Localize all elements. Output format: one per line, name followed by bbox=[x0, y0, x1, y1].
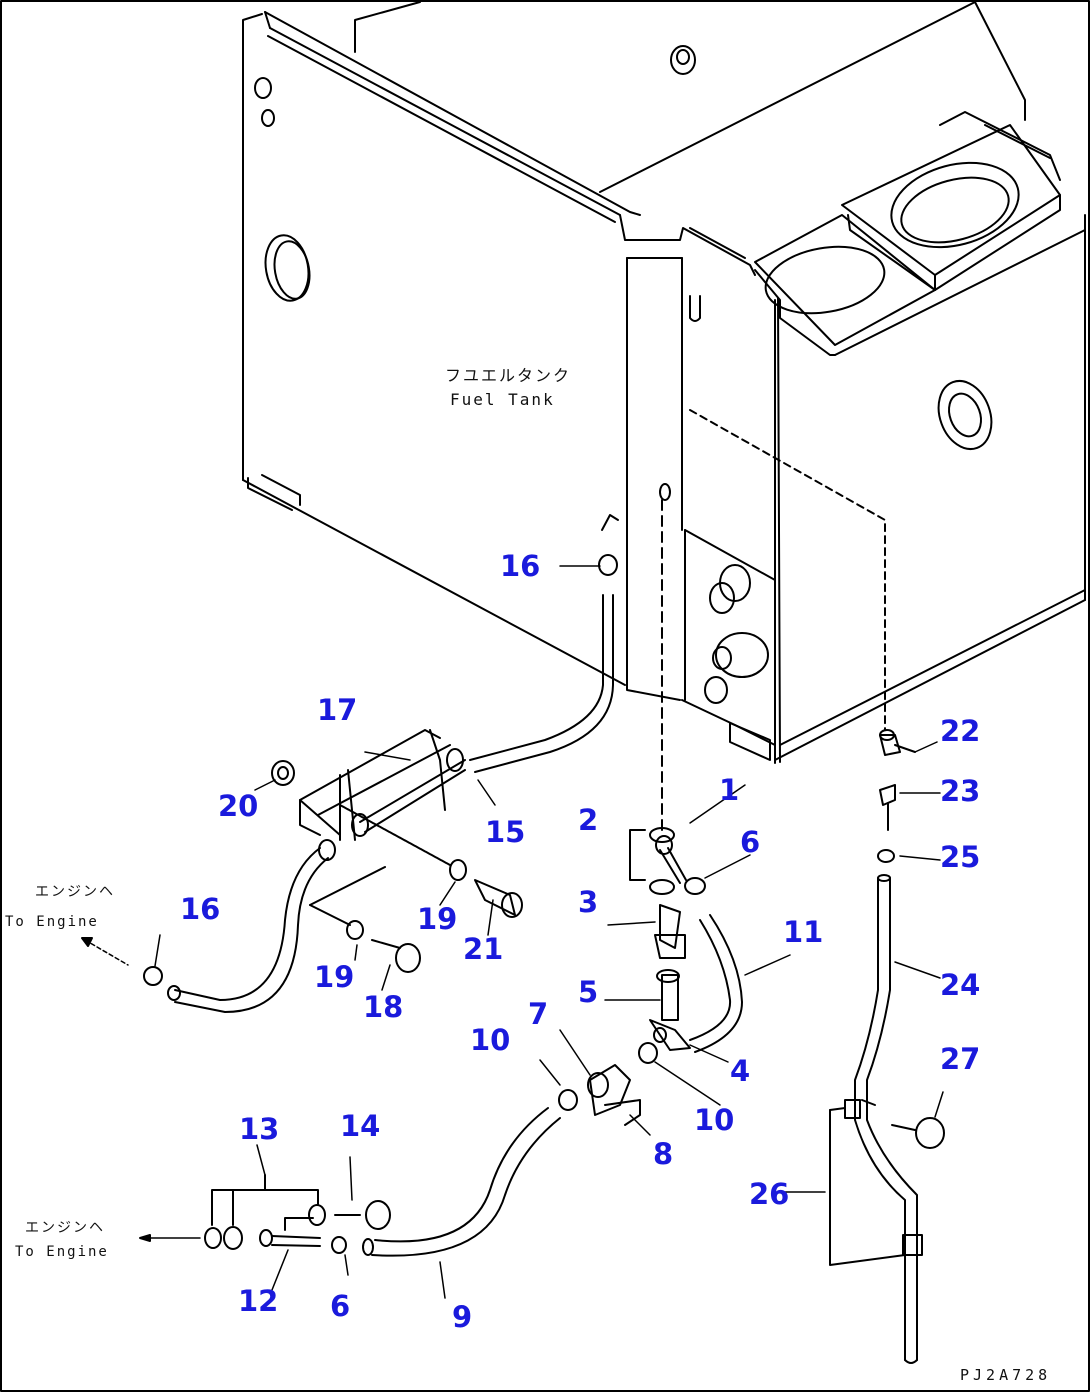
callout-27: 27 bbox=[940, 1042, 981, 1076]
callout-21: 21 bbox=[463, 932, 504, 966]
callout-18: 18 bbox=[363, 990, 404, 1024]
to-engine-lower-jp: エンジンヘ bbox=[25, 1220, 105, 1236]
callout-26: 26 bbox=[749, 1177, 790, 1211]
callout-1: 1 bbox=[719, 773, 740, 807]
callout-10-right: 10 bbox=[694, 1103, 735, 1137]
callout-24: 24 bbox=[940, 968, 981, 1002]
callout-3: 3 bbox=[578, 885, 599, 919]
fuel-tank-label-jp: フユエルタンク bbox=[445, 366, 572, 385]
callout-20: 20 bbox=[218, 789, 259, 823]
callout-6-center: 6 bbox=[740, 825, 761, 859]
callout-10-left: 10 bbox=[470, 1023, 511, 1057]
drain-group bbox=[81, 499, 743, 1257]
callout-22: 22 bbox=[940, 714, 981, 748]
to-engine-upper-en: To Engine bbox=[5, 914, 99, 930]
callout-17: 17 bbox=[317, 693, 358, 727]
callout-16-left: 16 bbox=[180, 892, 221, 926]
callout-9: 9 bbox=[452, 1300, 473, 1334]
vent-pipe-group bbox=[829, 729, 945, 1364]
callout-13: 13 bbox=[239, 1112, 280, 1146]
callout-23: 23 bbox=[940, 774, 981, 808]
callout-5: 5 bbox=[578, 975, 599, 1009]
to-engine-lower-en: To Engine bbox=[15, 1244, 109, 1260]
leader-lines bbox=[154, 741, 944, 1299]
callout-7: 7 bbox=[528, 997, 549, 1031]
callout-25: 25 bbox=[940, 840, 981, 874]
callout-16-top: 16 bbox=[500, 549, 541, 583]
fuel-tank-outline bbox=[242, 1, 1086, 764]
callout-6-lower: 6 bbox=[330, 1289, 351, 1323]
callout-15: 15 bbox=[485, 815, 526, 849]
callout-19-right: 19 bbox=[417, 902, 458, 936]
callout-8: 8 bbox=[653, 1137, 674, 1171]
callout-11: 11 bbox=[783, 915, 824, 949]
to-engine-upper-jp: エンジンヘ bbox=[35, 884, 115, 900]
fuel-tank-label-en: Fuel Tank bbox=[450, 390, 555, 409]
callout-12: 12 bbox=[238, 1284, 279, 1318]
drawing-code: PJ2A728 bbox=[960, 1366, 1052, 1384]
return-hose-group bbox=[143, 514, 619, 1013]
callout-2: 2 bbox=[578, 803, 599, 837]
callout-4: 4 bbox=[730, 1054, 751, 1088]
callout-14: 14 bbox=[340, 1109, 381, 1143]
callout-19-left: 19 bbox=[314, 960, 355, 994]
